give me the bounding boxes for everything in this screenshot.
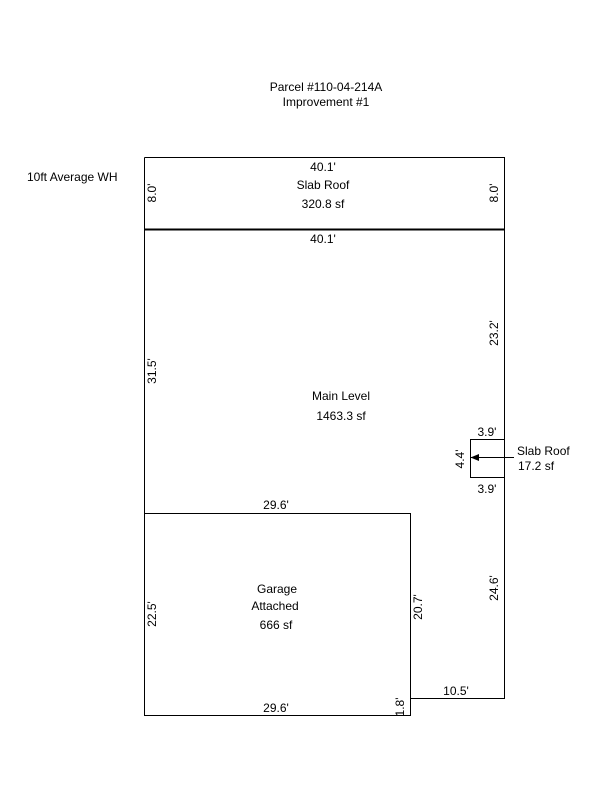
main-level-left-dim: 31.5' [145,358,159,384]
garage-bottom-dim: 29.6' [263,701,289,715]
slab-roof-top-width: 40.1' [310,160,336,174]
parcel-title: Parcel #110-04-214A [270,80,383,94]
main-level-right-lower-dim: 24.6' [487,575,501,601]
main-level-notch-height-dim: 1.8' [393,698,407,717]
slab-roof-arrow-head [470,454,479,461]
wall-height-note: 10ft Average WH [27,170,118,184]
small-slab-roof-label: Slab Roof [517,444,570,458]
slab-roof-top-left-dim: 8.0' [145,184,159,203]
small-slab-roof-left-dim: 4.4' [453,450,467,469]
garage-top-dim: 29.6' [263,498,289,512]
small-slab-roof-box [470,439,505,478]
improvement-title: Improvement #1 [283,95,370,109]
main-level-width: 40.1' [310,232,336,246]
garage-left-dim: 22.5' [145,601,159,627]
garage-right-dim: 20.7' [411,594,425,620]
main-level-label: Main Level [312,389,370,403]
small-slab-roof-bottom-dim: 3.9' [478,482,497,496]
small-slab-roof-top-dim: 3.9' [478,425,497,439]
main-level-right-upper-dim: 23.2' [487,320,501,346]
garage-area: 666 sf [260,618,293,632]
small-slab-roof-area: 17.2 sf [518,459,555,473]
main-level-area: 1463.3 sf [316,409,366,423]
main-level-notch-dim: 10.5' [443,684,469,698]
slab-roof-top-right-dim: 8.0' [487,184,501,203]
garage-outline [144,513,411,699]
slab-roof-top-label: Slab Roof [297,178,350,192]
garage-label-line2: Attached [251,599,298,613]
slab-roof-top-area: 320.8 sf [302,197,345,211]
garage-label-line1: Garage [257,582,297,596]
